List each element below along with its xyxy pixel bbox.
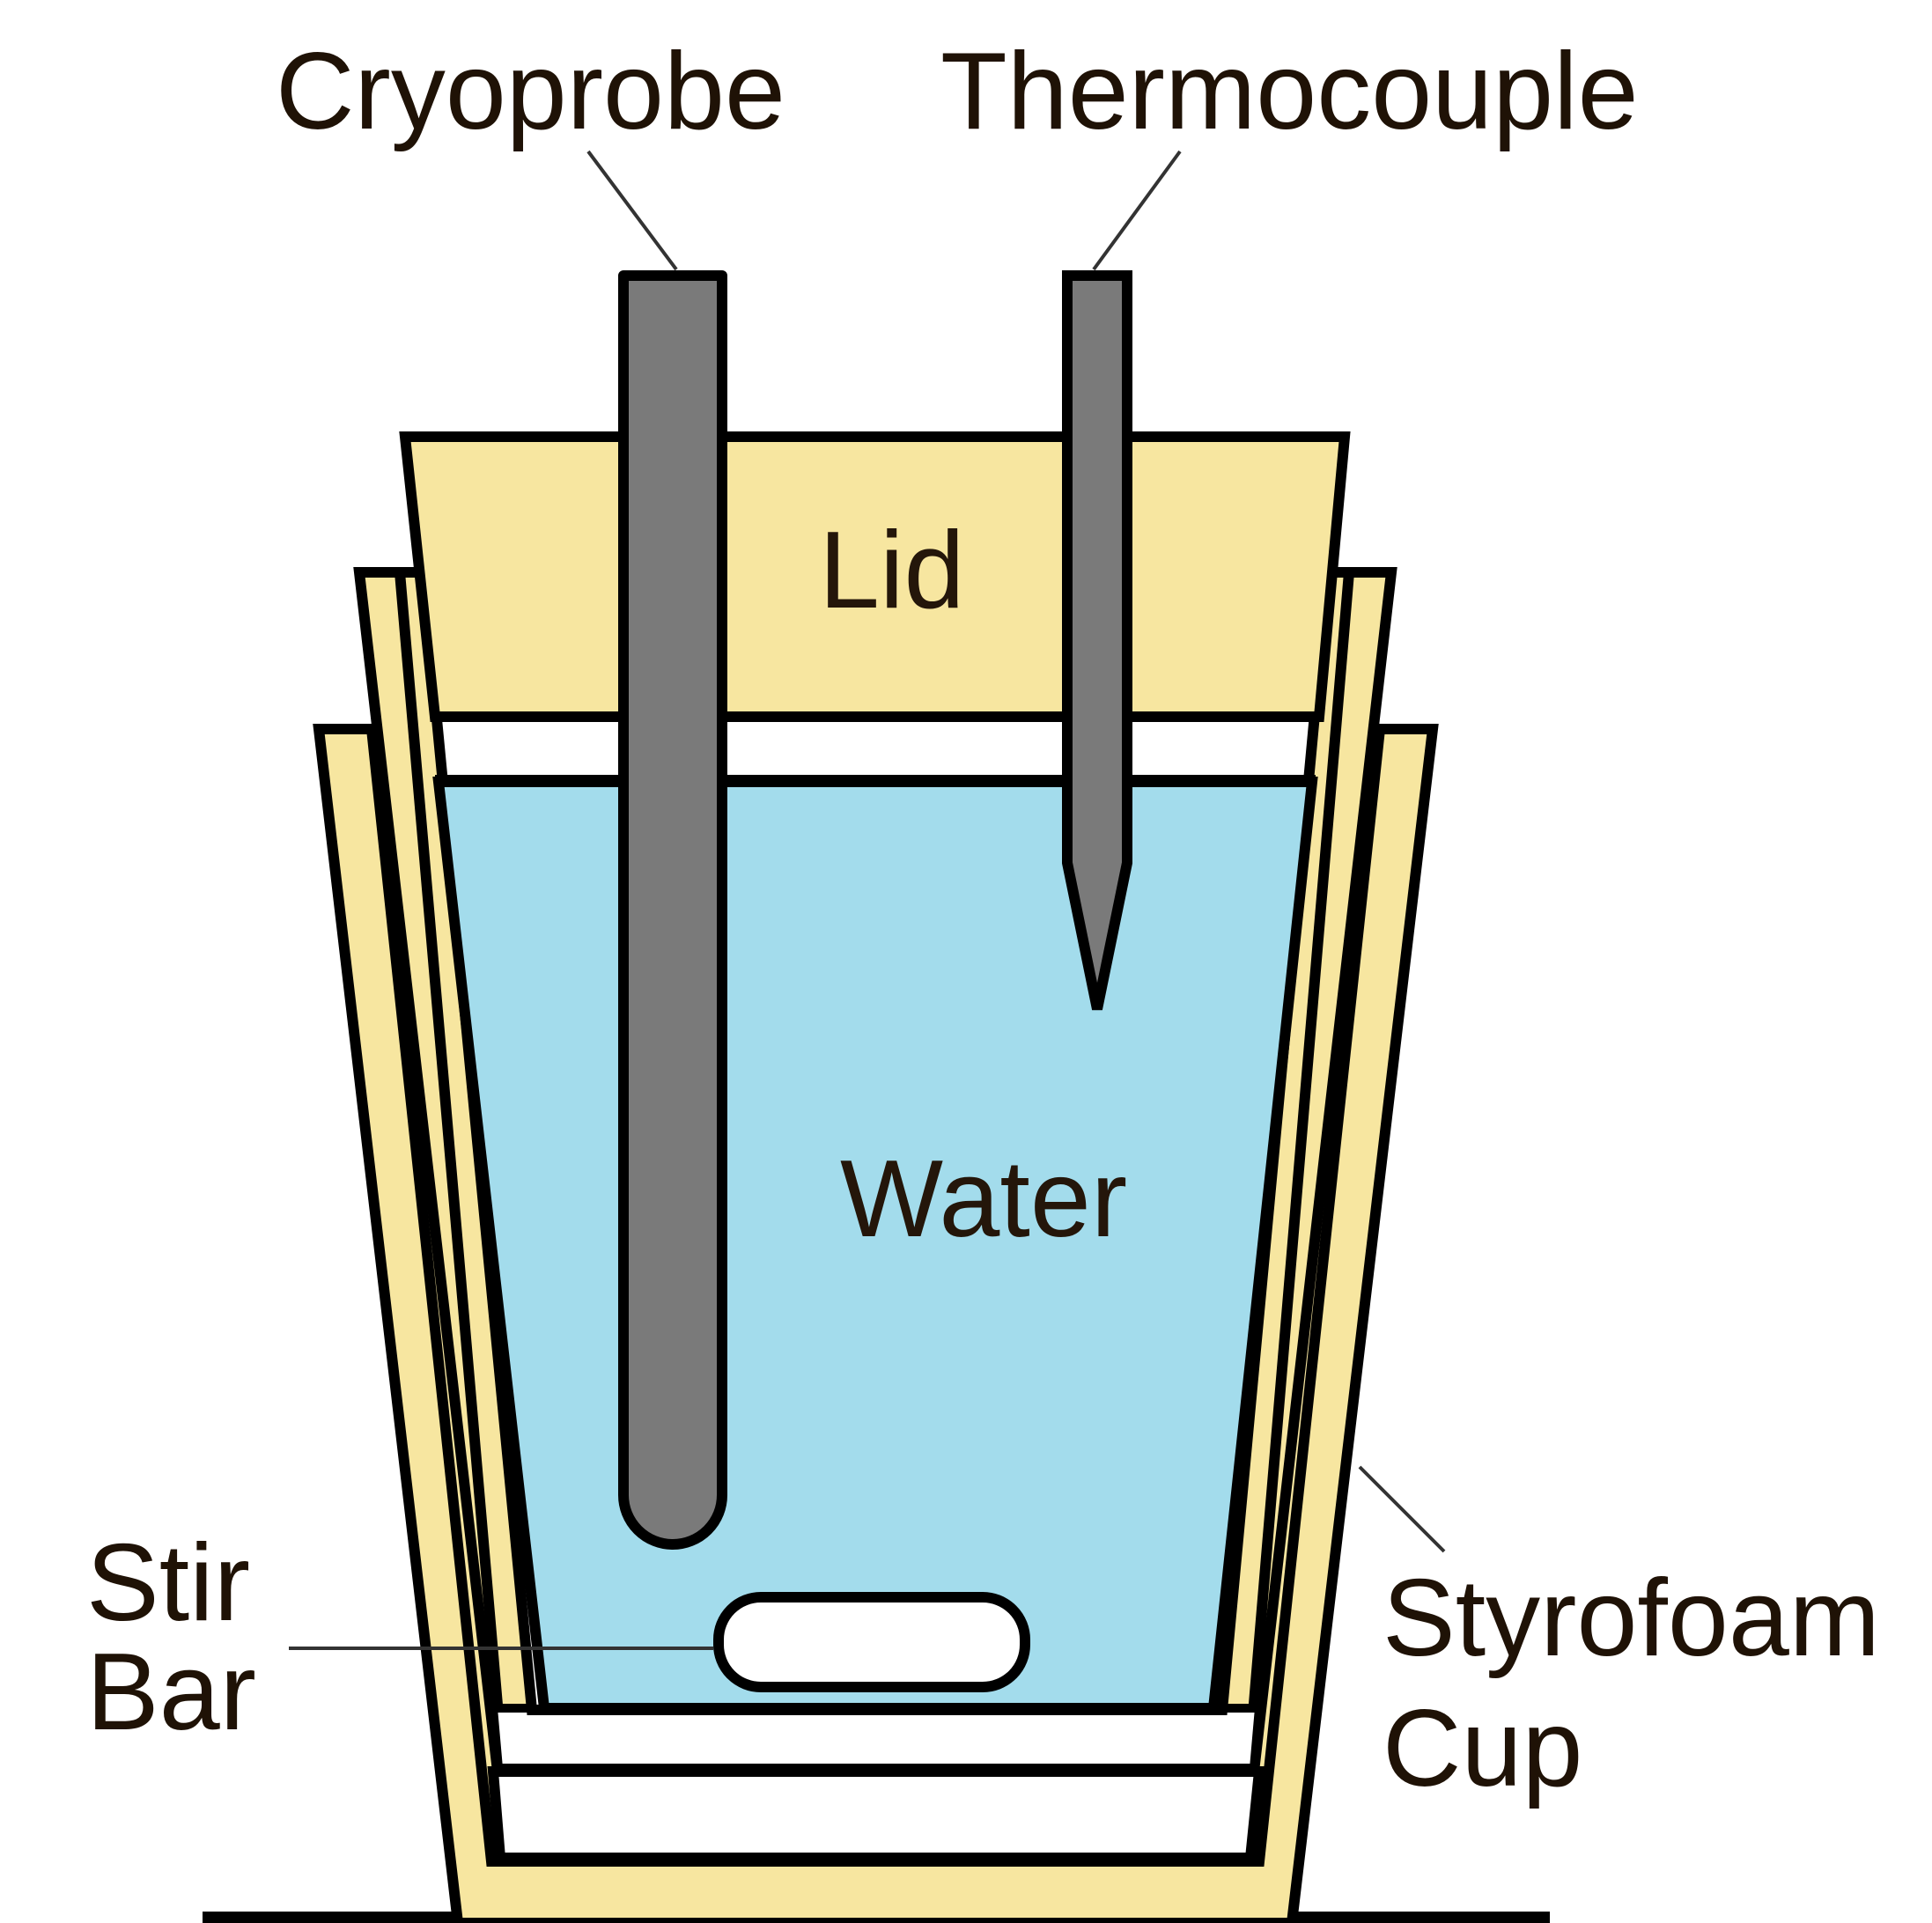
stir-bar-label-line2: Bar bbox=[86, 1632, 256, 1753]
outer-cup-inner-gap bbox=[487, 1766, 1265, 1863]
cryoprobe-leader bbox=[586, 150, 678, 271]
thermocouple-leader bbox=[1092, 150, 1182, 271]
styrofoam-cup-label-line1: Styrofoam bbox=[1383, 1558, 1880, 1679]
stir-bar bbox=[713, 1592, 1030, 1692]
cryoprobe-label: Cryoprobe bbox=[276, 31, 785, 152]
thermocouple-probe bbox=[1062, 270, 1132, 1011]
lid-label: Lid bbox=[819, 510, 964, 631]
inner-cup-bottom-gap bbox=[488, 1704, 1265, 1772]
styrofoam-cup-label-line2: Cup bbox=[1383, 1688, 1582, 1809]
cryoprobe-rod bbox=[618, 270, 727, 1550]
stir-bar-label-line1: Stir bbox=[86, 1522, 250, 1644]
water-label: Water bbox=[840, 1138, 1127, 1260]
styrofoam-leader bbox=[1358, 1465, 1446, 1553]
thermocouple-label: Thermocouple bbox=[940, 31, 1639, 152]
